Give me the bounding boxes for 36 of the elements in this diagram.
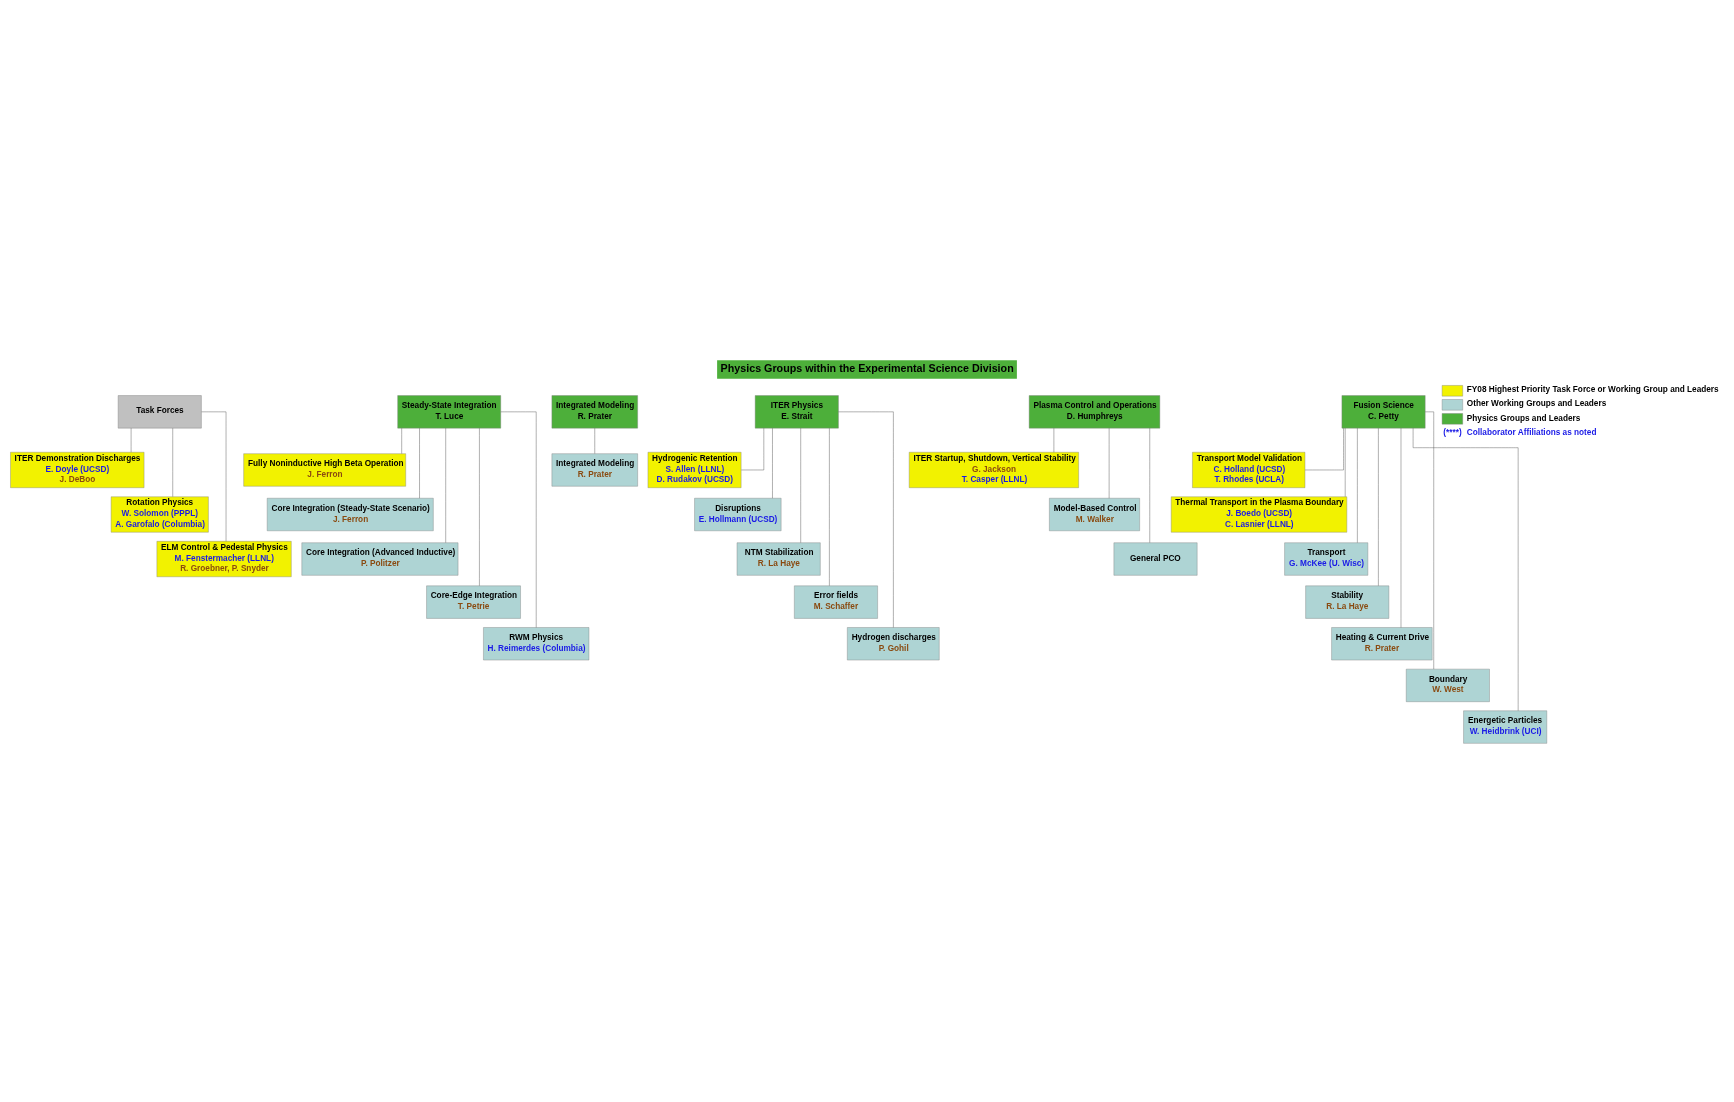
legend-label: FY08 Highest Priority Task Force or Working Group and Leaders xyxy=(1466,385,1719,395)
node-box: RWM Physics H. Reimerdes (Columbia) xyxy=(483,627,590,661)
node-box: Energetic Particles W. Heidbrink (UCI) xyxy=(1463,710,1548,744)
node-box: Boundary W. West xyxy=(1406,668,1490,702)
node-box: Steady-State Integration T. Luce xyxy=(397,395,501,429)
node-box: Core-Edge Integration T. Petrie xyxy=(426,585,521,619)
node-box: Disruptions E. Hollmann (UCSD) xyxy=(694,498,782,531)
node-box: Task Forces xyxy=(117,395,202,429)
node-box: Fully Noninductive High Beta Operation J. Ferron xyxy=(243,453,406,487)
node-box: Heating & Current Drive R. Prater xyxy=(1331,627,1433,661)
node-box: Rotation Physics W. Solomon (PPPL) A. Garofalo (Columbia) xyxy=(110,496,209,533)
node-box: ITER Physics E. Strait xyxy=(754,395,839,429)
node-box: Error fields M. Schaffer xyxy=(794,585,878,619)
node-box: ELM Control & Pedestal Physics M. Fenstermacher (LLNL) R. Groebner, P. Snyder xyxy=(156,541,292,577)
legend-label: Physics Groups and Leaders xyxy=(1466,413,1581,423)
node-box: Hydrogen discharges P. Gohil xyxy=(847,627,940,661)
node-box: Thermal Transport in the Plasma Boundary J. Boedo (UCSD) C. Lasnier (LLNL) xyxy=(1171,496,1348,533)
node-box: General PCO xyxy=(1113,542,1198,576)
legend-label: Collaborator Affiliations as noted xyxy=(1466,427,1597,437)
node-box: Transport Model Validation C. Holland (UCSD) T. Rhodes (UCLA) xyxy=(1192,452,1306,488)
label: (****) xyxy=(1443,427,1462,437)
node-box: Integrated Modeling R. Prater xyxy=(551,395,638,429)
node-box: Hydrogenic Retention S. Allen (LLNL) D. Rudakov (UCSD) xyxy=(647,452,742,488)
node-box: Plasma Control and Operations D. Humphreys xyxy=(1028,395,1161,429)
node-box: NTM Stabilization R. La Haye xyxy=(736,542,821,576)
node-box: ITER Demonstration Discharges E. Doyle (UCSD) J. DeBoo xyxy=(10,452,145,488)
node-box: Fusion Science C. Petty xyxy=(1341,395,1426,429)
node-box: Core Integration (Advanced Inductive) P. Politzer xyxy=(301,542,459,576)
node-box: Model-Based Control M. Walker xyxy=(1049,498,1140,531)
node-box: Stability R. La Haye xyxy=(1305,585,1390,619)
node-box: ITER Startup, Shutdown, Vertical Stability G. Jackson T. Casper (LLNL) xyxy=(908,452,1079,488)
diagram-title: Physics Groups within the Experimental Science Division xyxy=(720,361,1014,374)
legend-label: Other Working Groups and Leaders xyxy=(1466,399,1607,409)
node-box: Integrated Modeling R. Prater xyxy=(551,453,638,487)
node-box: Core Integration (Steady-State Scenario) J. Ferron xyxy=(266,498,434,531)
node-box: Transport G. McKee (U. Wisc) xyxy=(1284,542,1369,576)
